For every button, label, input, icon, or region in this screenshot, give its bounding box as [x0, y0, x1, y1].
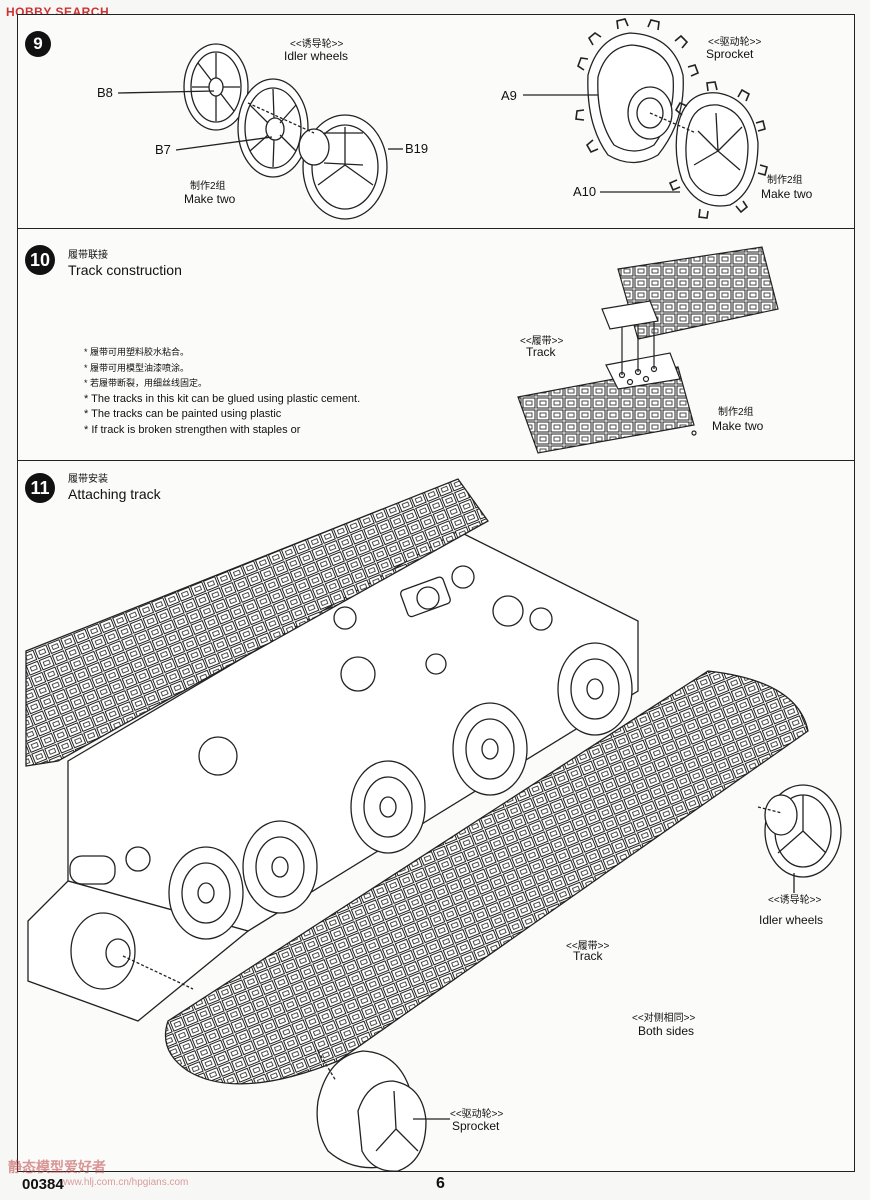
track-notes: * 履带可用塑料胶水粘合。 * 履带可用模型油漆喷涂。 * 若履带断裂，用细丝线…: [84, 345, 360, 438]
step-10-drawing: [517, 246, 779, 454]
sprocket-label-cn: <<驱动轮>>: [450, 1109, 504, 1120]
part-b19: B19: [405, 141, 429, 156]
idler-label-cn: <<诱导轮>>: [290, 39, 344, 50]
track-label-cn: <<履带>>: [520, 336, 564, 347]
note-line: * 履带可用塑料胶水粘合。: [84, 347, 190, 357]
step-10-number: 10: [25, 245, 55, 275]
note-line: * 履带可用模型油漆喷涂。: [84, 362, 190, 373]
step-11-title-cn: 履带安装: [68, 474, 108, 485]
watermark-url: www.hlj.com.cn/hpgians.com: [60, 1177, 189, 1188]
make-two-en: Make two: [712, 419, 764, 433]
make-two-cn-right: 制作2组: [767, 175, 803, 186]
watermark-text: 静态模型爱好者: [8, 1159, 106, 1175]
idler-label-cn: <<诱导轮>>: [768, 895, 822, 906]
sprocket-label-en: Sprocket: [706, 47, 754, 61]
make-two-cn: 制作2组: [718, 407, 754, 418]
sprocket-label-cn: <<驱动轮>>: [708, 37, 762, 48]
note-line: * The tracks can be painted using plasti…: [84, 408, 282, 420]
step-10-title-cn: 履带联接: [68, 250, 108, 261]
part-a9: A9: [501, 88, 517, 103]
step-10-title-en: Track construction: [68, 262, 182, 278]
track-label-en: Track: [526, 345, 556, 359]
part-a10: A10: [573, 184, 597, 199]
idler-label-en: Idler wheels: [284, 49, 349, 63]
step-10-panel: 10 履带联接 Track construction * 履带可用塑料胶水粘合。…: [17, 228, 855, 462]
note-line: * 若履带断裂，用细丝线固定。: [84, 378, 208, 388]
track-label-cn: <<履带>>: [566, 941, 610, 952]
step-9-panel: 9 <<诱导轮>> Idler wheels <<驱动轮>> Sprocket …: [17, 14, 855, 230]
step-11-number: 11: [25, 473, 55, 503]
idler-label-en: Idler wheels: [759, 913, 824, 927]
step-11-drawing: [25, 478, 842, 1171]
both-sides-cn: <<对侧相同>>: [632, 1013, 696, 1024]
make-two-cn-left: 制作2组: [190, 181, 226, 192]
part-b8: B8: [97, 85, 113, 100]
step-9-number: 9: [25, 31, 51, 57]
step-9-drawing: [117, 18, 768, 220]
both-sides-en: Both sides: [638, 1024, 695, 1038]
note-line: * The tracks in this kit can be glued us…: [84, 392, 361, 405]
step-11-title-en: Attaching track: [68, 486, 161, 502]
step-11-panel: 11 履带安装 Attaching track <<诱导轮>> Idler wh…: [17, 460, 855, 1172]
part-b7: B7: [155, 142, 171, 157]
make-two-en-left: Make two: [184, 192, 236, 206]
page-number: 6: [436, 1175, 445, 1192]
make-two-en-right: Make two: [761, 187, 813, 201]
sprocket-label-en: Sprocket: [452, 1119, 500, 1133]
product-code: 00384: [22, 1176, 64, 1193]
track-label-en: Track: [573, 949, 603, 963]
note-line: * If track is broken strengthen with sta…: [84, 423, 301, 436]
